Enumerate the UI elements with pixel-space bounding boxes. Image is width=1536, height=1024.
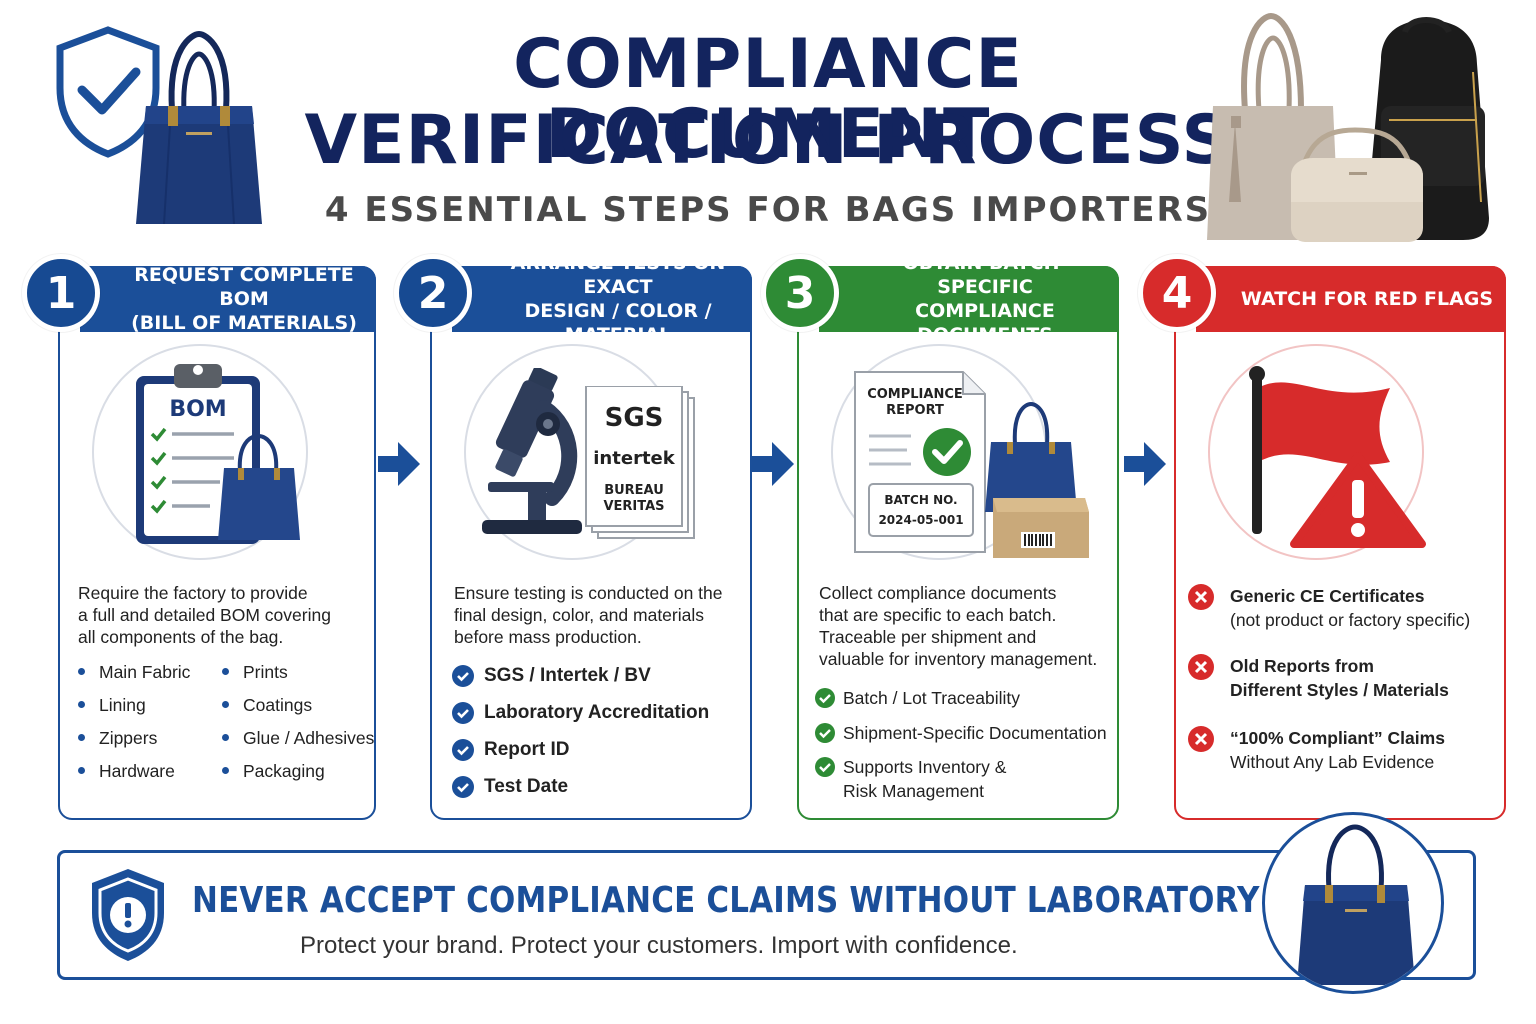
list-item: Report ID <box>452 738 570 762</box>
footer-headline: NEVER ACCEPT COMPLIANCE CLAIMS WITHOUT L… <box>192 880 1446 921</box>
red-flag-icon <box>1249 366 1426 548</box>
bags-group-icon <box>1207 12 1489 242</box>
microscope-icon <box>482 368 582 534</box>
step-2-number: 2 <box>394 254 472 332</box>
list-item: Glue / Adhesives <box>222 728 374 749</box>
bom-label: BOM <box>169 397 226 422</box>
check-circle-icon <box>815 723 835 743</box>
step-1-illustration <box>92 344 308 560</box>
step-3-number: 3 <box>761 254 839 332</box>
list-item: Prints <box>222 662 288 683</box>
check-circle-icon <box>815 757 835 777</box>
lab-certificates-icon: SGS intertek BUREAU VERITAS <box>585 386 695 539</box>
list-item: Laboratory Accreditation <box>452 701 709 725</box>
step-3-description: Collect compliance documents that are sp… <box>819 583 1098 669</box>
clipboard-icon: BOM <box>136 364 300 544</box>
list-item: Shipment-Specific Documentation <box>815 721 1107 745</box>
list-item: Supports Inventory &Risk Management <box>815 755 1006 803</box>
arrow-right-icon <box>378 442 420 486</box>
page-subtitle: 4 ESSENTIAL STEPS FOR BAGS IMPORTERS <box>324 190 1212 230</box>
step-2-description: Ensure testing is conducted on the final… <box>454 583 723 647</box>
navy-tote-bag-icon <box>136 30 262 225</box>
check-circle-icon <box>452 776 474 798</box>
footer-subline: Protect your brand. Protect your custome… <box>300 932 1018 959</box>
svg-text:SGS: SGS <box>605 403 664 433</box>
shield-warning-icon <box>92 869 164 961</box>
list-item: Hardware <box>78 761 175 782</box>
svg-text:intertek: intertek <box>593 448 675 469</box>
svg-text:COMPLIANCE: COMPLIANCE <box>867 387 963 402</box>
x-circle-icon <box>1188 584 1214 610</box>
svg-text:2024-05-001: 2024-05-001 <box>878 513 963 527</box>
arrow-right-icon <box>1124 442 1166 486</box>
list-item: SGS / Intertek / BV <box>452 664 651 688</box>
footer-bag-badge <box>1262 812 1444 994</box>
list-item: Coatings <box>222 695 312 716</box>
step-1-description: Require the factory to provide a full an… <box>78 583 331 647</box>
bag-and-box-icon <box>985 402 1089 558</box>
list-item: Packaging <box>222 761 325 782</box>
list-item: Batch / Lot Traceability <box>815 686 1020 710</box>
report-icon: COMPLIANCE REPORT BATCH NO. 2024-05-001 <box>854 371 986 553</box>
svg-text:VERITAS: VERITAS <box>603 499 664 514</box>
arrow-right-icon <box>752 442 794 486</box>
svg-text:BUREAU: BUREAU <box>604 483 664 498</box>
step-4-illustration <box>1208 344 1424 560</box>
list-item: Generic CE Certificates(not product or f… <box>1188 584 1470 632</box>
step-4-title: WATCH FOR RED FLAGS <box>1196 266 1506 332</box>
list-item: Zippers <box>78 728 157 749</box>
list-item: Lining <box>78 695 146 716</box>
svg-text:REPORT: REPORT <box>886 403 944 418</box>
page-title-line1: COMPLIANCE DOCUMENT <box>513 25 1023 174</box>
step-4-card: WATCH FOR RED FLAGS 4 Generic CE Certifi… <box>1138 254 1506 820</box>
page-title-line2: VERIFICATION PROCESS <box>304 101 1232 180</box>
x-circle-icon <box>1188 726 1214 752</box>
check-circle-icon <box>452 665 474 687</box>
shield-check-icon <box>56 26 160 158</box>
navy-tote-bag-icon <box>1297 824 1415 985</box>
step-1-title: REQUEST COMPLETE BOM(BILL OF MATERIALS) <box>80 264 376 334</box>
list-item: Main Fabric <box>78 662 190 683</box>
check-circle-icon <box>452 739 474 761</box>
list-item: Test Date <box>452 775 568 799</box>
footer-banner <box>57 850 1476 980</box>
check-circle-icon <box>815 688 835 708</box>
step-4-number: 4 <box>1138 254 1216 332</box>
step-1-card: REQUEST COMPLETE BOM(BILL OF MATERIALS) … <box>22 254 376 820</box>
svg-text:BATCH NO.: BATCH NO. <box>884 493 957 507</box>
check-circle-icon <box>452 702 474 724</box>
step-1-number: 1 <box>22 254 100 332</box>
x-circle-icon <box>1188 654 1214 680</box>
